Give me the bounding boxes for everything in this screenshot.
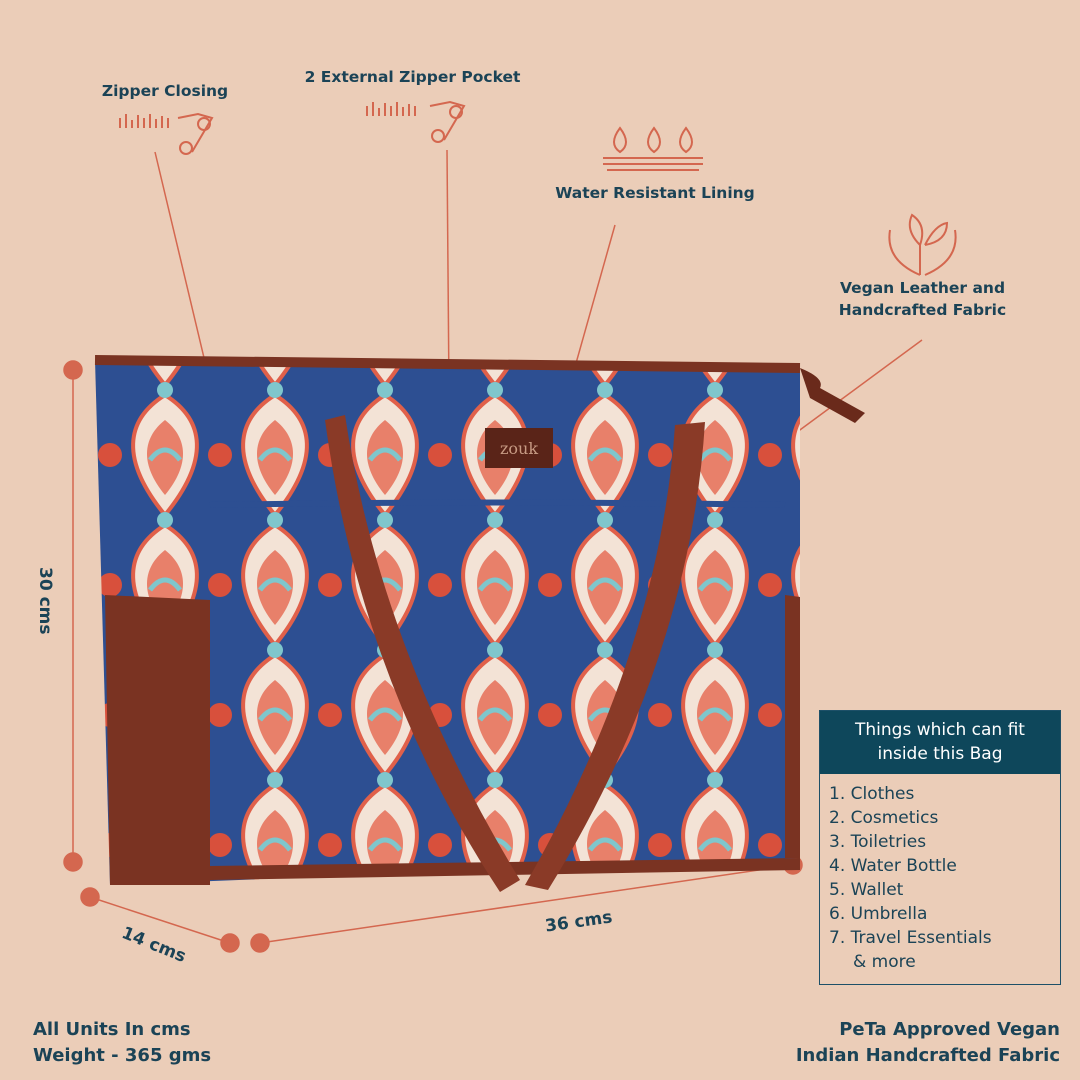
units-text: All Units In cms bbox=[33, 1019, 191, 1040]
list-item: 6. Umbrella bbox=[829, 904, 928, 924]
footer-right: PeTa Approved Vegan Indian Handcrafted F… bbox=[796, 1017, 1060, 1069]
list-item: 1. Clothes bbox=[829, 784, 915, 804]
fabric-text: Indian Handcrafted Fabric bbox=[795, 1045, 1060, 1066]
left-strap bbox=[325, 415, 520, 892]
tote-bag: zouk bbox=[94, 355, 865, 892]
water-drops-icon bbox=[603, 126, 703, 171]
callout-zipper-closing: Zipper Closing bbox=[101, 82, 229, 100]
list-item: 3. Toiletries bbox=[829, 832, 927, 852]
callout-vegan-leather: Vegan Leather and Handcrafted Fabric bbox=[830, 277, 1015, 321]
brand-label bbox=[485, 428, 553, 468]
peta-text: PeTa Approved Vegan bbox=[839, 1019, 1060, 1040]
list-item: 2. Cosmetics bbox=[829, 808, 939, 828]
hands-leaf-icon bbox=[888, 213, 957, 276]
list-item: 7. Travel Essentials bbox=[829, 928, 992, 948]
dimension-lines bbox=[63, 360, 803, 953]
callout-line: Vegan Leather and bbox=[839, 279, 1006, 297]
height-dimension: 30 cms bbox=[35, 567, 55, 635]
zipper-icon bbox=[119, 112, 214, 155]
list-item: 5. Wallet bbox=[829, 880, 904, 900]
list-item-more: & more bbox=[853, 952, 916, 972]
callout-external-pocket: 2 External Zipper Pocket bbox=[304, 68, 521, 86]
fit-list-box: Things which can fit inside this Bag 1. … bbox=[819, 710, 1061, 985]
title-line: inside this Bag bbox=[877, 744, 1003, 764]
callout-line: Handcrafted Fabric bbox=[838, 301, 1007, 319]
footer-left: All Units In cms Weight - 365 gms bbox=[33, 1017, 211, 1069]
list-item: 4. Water Bottle bbox=[829, 856, 957, 876]
svg-text:zouk: zouk bbox=[500, 439, 538, 458]
title-line: Things which can fit bbox=[855, 720, 1025, 740]
right-strap bbox=[525, 422, 705, 890]
fit-list: 1. Clothes 2. Cosmetics 3. Toiletries 4.… bbox=[820, 774, 1060, 984]
weight-text: Weight - 365 gms bbox=[33, 1045, 212, 1066]
fit-list-title: Things which can fit inside this Bag bbox=[820, 711, 1060, 774]
zipper-pocket-icon bbox=[366, 100, 466, 143]
callout-water-resistant: Water Resistant Lining bbox=[555, 184, 755, 202]
